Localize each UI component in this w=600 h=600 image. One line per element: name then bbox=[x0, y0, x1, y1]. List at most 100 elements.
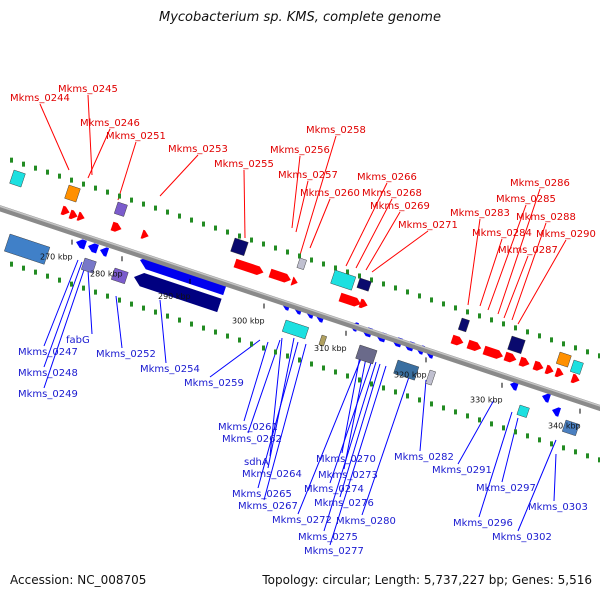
reverse-gene-label: Mkms_0282 bbox=[394, 452, 454, 463]
genome-summary: Topology: circular; Length: 5,737,227 bp… bbox=[262, 573, 592, 587]
gc-dot bbox=[550, 337, 553, 343]
gc-dot bbox=[202, 221, 205, 227]
gc-dot bbox=[334, 369, 337, 375]
reverse-gene-block bbox=[425, 369, 436, 386]
forward-gene-arrow bbox=[110, 221, 122, 232]
scale-tick-label: 280 kbp bbox=[90, 269, 123, 278]
gc-dot bbox=[586, 349, 589, 355]
gc-dot bbox=[526, 329, 529, 335]
gc-dot bbox=[142, 305, 145, 311]
gc-dot bbox=[118, 297, 121, 303]
gc-dot bbox=[394, 285, 397, 291]
forward-leader bbox=[117, 141, 137, 201]
scale-tick-label: 300 kbp bbox=[232, 317, 265, 326]
gc-dot bbox=[490, 421, 493, 427]
gc-dot bbox=[538, 437, 541, 443]
reverse-gene-block bbox=[516, 404, 530, 418]
reverse-leader bbox=[501, 417, 519, 483]
gc-dot bbox=[34, 269, 37, 275]
gc-dot bbox=[454, 409, 457, 415]
reverse-gene-block bbox=[561, 419, 580, 437]
forward-leader bbox=[39, 103, 70, 171]
gc-dot bbox=[262, 241, 265, 247]
forward-gene-arrow bbox=[60, 205, 70, 216]
reverse-leader bbox=[243, 341, 269, 422]
reverse-gene-block bbox=[4, 233, 51, 265]
gc-dot bbox=[466, 309, 469, 315]
forward-leader bbox=[345, 182, 388, 267]
reverse-leader bbox=[115, 295, 123, 349]
forward-gene-label: Mkms_0290 bbox=[536, 229, 596, 240]
gc-dot bbox=[346, 269, 349, 275]
gc-dot bbox=[574, 449, 577, 455]
reverse-gene-label: Mkms_0254 bbox=[140, 364, 200, 375]
forward-gene-arrow bbox=[544, 364, 554, 375]
reverse-gene-arrow bbox=[76, 239, 87, 250]
reverse-leader bbox=[553, 453, 557, 502]
reverse-gene-label: Mkms_0291 bbox=[432, 465, 492, 476]
reverse-gene-label: fabG bbox=[66, 335, 90, 346]
gc-dot bbox=[286, 353, 289, 359]
gc-dot bbox=[154, 309, 157, 315]
gc-dot bbox=[202, 325, 205, 331]
gc-dot bbox=[346, 373, 349, 379]
reverse-gene-block bbox=[281, 319, 310, 340]
forward-gene-arrow bbox=[140, 229, 149, 239]
reverse-leader bbox=[341, 355, 361, 454]
gc-dot bbox=[250, 237, 253, 243]
reverse-gene-block bbox=[318, 334, 327, 347]
forward-gene-label: Mkms_0283 bbox=[450, 208, 510, 219]
gc-dot bbox=[418, 293, 421, 299]
gc-dot bbox=[298, 253, 301, 259]
forward-gene-block bbox=[64, 184, 81, 203]
reverse-gene-arrow bbox=[100, 247, 110, 257]
forward-leader bbox=[355, 198, 393, 269]
forward-gene-arrow bbox=[68, 209, 78, 220]
reverse-gene-label: Mkms_0267 bbox=[238, 501, 298, 512]
reverse-gene-arrow bbox=[134, 273, 222, 313]
forward-leader bbox=[479, 238, 503, 307]
forward-leader bbox=[487, 204, 527, 311]
gc-dot bbox=[370, 277, 373, 283]
reverse-gene-label: Mkms_0280 bbox=[336, 516, 396, 527]
gc-dot bbox=[166, 209, 169, 215]
map-title: Mycobacterium sp. KMS, complete genome bbox=[159, 10, 441, 25]
gc-dot bbox=[214, 225, 217, 231]
reverse-gene-label: Mkms_0274 bbox=[304, 484, 364, 495]
reverse-gene-block bbox=[393, 359, 420, 381]
label-leaders bbox=[39, 94, 567, 546]
reverse-gene-block bbox=[110, 267, 129, 285]
forward-gene-label: Mkms_0286 bbox=[510, 178, 570, 189]
forward-gene-label: Mkms_0255 bbox=[214, 159, 274, 170]
gc-dot bbox=[574, 345, 577, 351]
reverse-leader bbox=[323, 361, 377, 532]
reverse-gene-arrow bbox=[510, 381, 520, 391]
reverse-gene-label: Mkms_0303 bbox=[528, 502, 588, 513]
forward-gene-arrow bbox=[268, 268, 291, 283]
reverse-gene-label: Mkms_0276 bbox=[314, 498, 374, 509]
gc-dot bbox=[34, 165, 37, 171]
forward-gene-label: Mkms_0256 bbox=[270, 145, 330, 156]
forward-leader bbox=[517, 239, 567, 325]
scale-tick-label: 320 kbp bbox=[394, 370, 427, 379]
reverse-gene-label: Mkms_0277 bbox=[304, 546, 364, 557]
reverse-gene-label: Mkms_0262 bbox=[222, 434, 282, 445]
gc-dot bbox=[586, 453, 589, 459]
forward-leader bbox=[467, 218, 481, 306]
reverse-gene-arrow bbox=[552, 407, 562, 417]
gc-dot bbox=[58, 277, 61, 283]
reverse-leader bbox=[339, 363, 381, 498]
forward-gene-label: Mkms_0244 bbox=[10, 93, 70, 104]
forward-gene-label: Mkms_0251 bbox=[106, 131, 166, 142]
forward-gene-label: Mkms_0284 bbox=[472, 228, 532, 239]
gc-dot bbox=[550, 441, 553, 447]
forward-leader bbox=[87, 128, 111, 179]
reverse-gene-label: Mkms_0297 bbox=[476, 483, 536, 494]
scale-tick-label: 330 kbp bbox=[470, 396, 503, 405]
forward-gene-label: Mkms_0245 bbox=[58, 84, 118, 95]
gc-dot bbox=[94, 185, 97, 191]
reverse-gene-label: Mkms_0252 bbox=[96, 349, 156, 360]
gc-dot bbox=[106, 293, 109, 299]
gc-dot bbox=[562, 445, 565, 451]
